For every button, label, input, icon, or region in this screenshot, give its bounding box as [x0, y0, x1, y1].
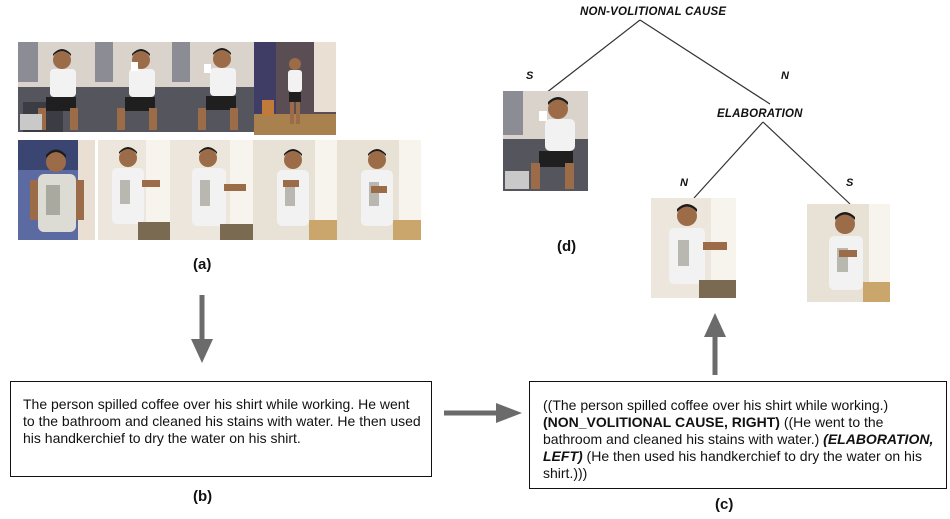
frame-sitting-1-image — [18, 42, 95, 132]
arrow-b-to-c — [444, 403, 522, 423]
arrow-a-to-b — [191, 295, 213, 363]
relation-non-volitional-cause: (NON_VOLITIONAL CAUSE, RIGHT) — [543, 414, 780, 430]
tree-edge-label-n-elab: N — [680, 177, 688, 189]
panel-label-a: (a) — [193, 256, 212, 273]
tree-leaf-sitting-image — [503, 91, 588, 191]
frame-bathroom-4 — [337, 140, 421, 240]
tree-edge-label-s-root: S — [526, 70, 534, 82]
frame-bathroom-2 — [170, 140, 253, 240]
frame-bathroom-3-image — [253, 140, 337, 240]
frame-sitting-3-image — [172, 42, 254, 132]
tree-edge-label-s-elab: S — [846, 177, 854, 189]
frame-sitting-2 — [95, 42, 172, 132]
narrative-text-box: The person spilled coffee over his shirt… — [10, 381, 432, 477]
discourse-parse-box: ((The person spilled coffee over his shi… — [529, 381, 947, 489]
tree-leaf-bathroom-2 — [807, 204, 890, 302]
tree-leaf-bathroom-2-image — [807, 204, 890, 302]
tree-leaf-bathroom-1-image — [651, 198, 736, 298]
tree-edge-label-n-root: N — [781, 70, 789, 82]
frame-standing-front-image — [18, 140, 95, 240]
tree-elaboration-label: ELABORATION — [717, 108, 803, 120]
panel-label-c: (c) — [715, 496, 734, 513]
tree-leaf-sitting — [503, 91, 588, 191]
narrative-text: The person spilled coffee over his shirt… — [23, 396, 421, 446]
panel-label-d: (d) — [557, 238, 577, 255]
relation-elaboration: (ELABORATION, LEFT) — [543, 431, 934, 464]
frame-bathroom-1 — [98, 140, 170, 240]
segment-2: ((He went to the bathroom and cleaned hi… — [543, 414, 884, 447]
tree-leaf-bathroom-1 — [651, 198, 736, 298]
frame-bathroom-1-image — [98, 140, 170, 240]
tree-root-label: NON-VOLITIONAL CAUSE — [580, 6, 727, 18]
frame-sitting-2-image — [95, 42, 172, 132]
frame-standing-room — [254, 42, 336, 135]
frame-sitting-1 — [18, 42, 95, 132]
panel-label-b: (b) — [193, 488, 213, 505]
segment-3: (He then used his handkerchief to dry th… — [543, 448, 922, 481]
frame-bathroom-2-image — [170, 140, 253, 240]
edge-elab-right — [762, 121, 851, 205]
frame-standing-front — [18, 140, 95, 240]
video-frames-panel — [18, 42, 428, 242]
segment-1: ((The person spilled coffee over his shi… — [543, 397, 889, 413]
frame-sitting-3 — [172, 42, 254, 132]
edge-root-right — [639, 19, 771, 105]
frame-standing-room-image — [254, 42, 336, 135]
edge-root-left — [545, 19, 641, 94]
tree-edges — [545, 19, 851, 205]
frame-bathroom-3 — [253, 140, 337, 240]
frame-bathroom-4-image — [337, 140, 421, 240]
arrow-c-to-tree — [704, 313, 726, 375]
edge-elab-left — [693, 121, 764, 199]
